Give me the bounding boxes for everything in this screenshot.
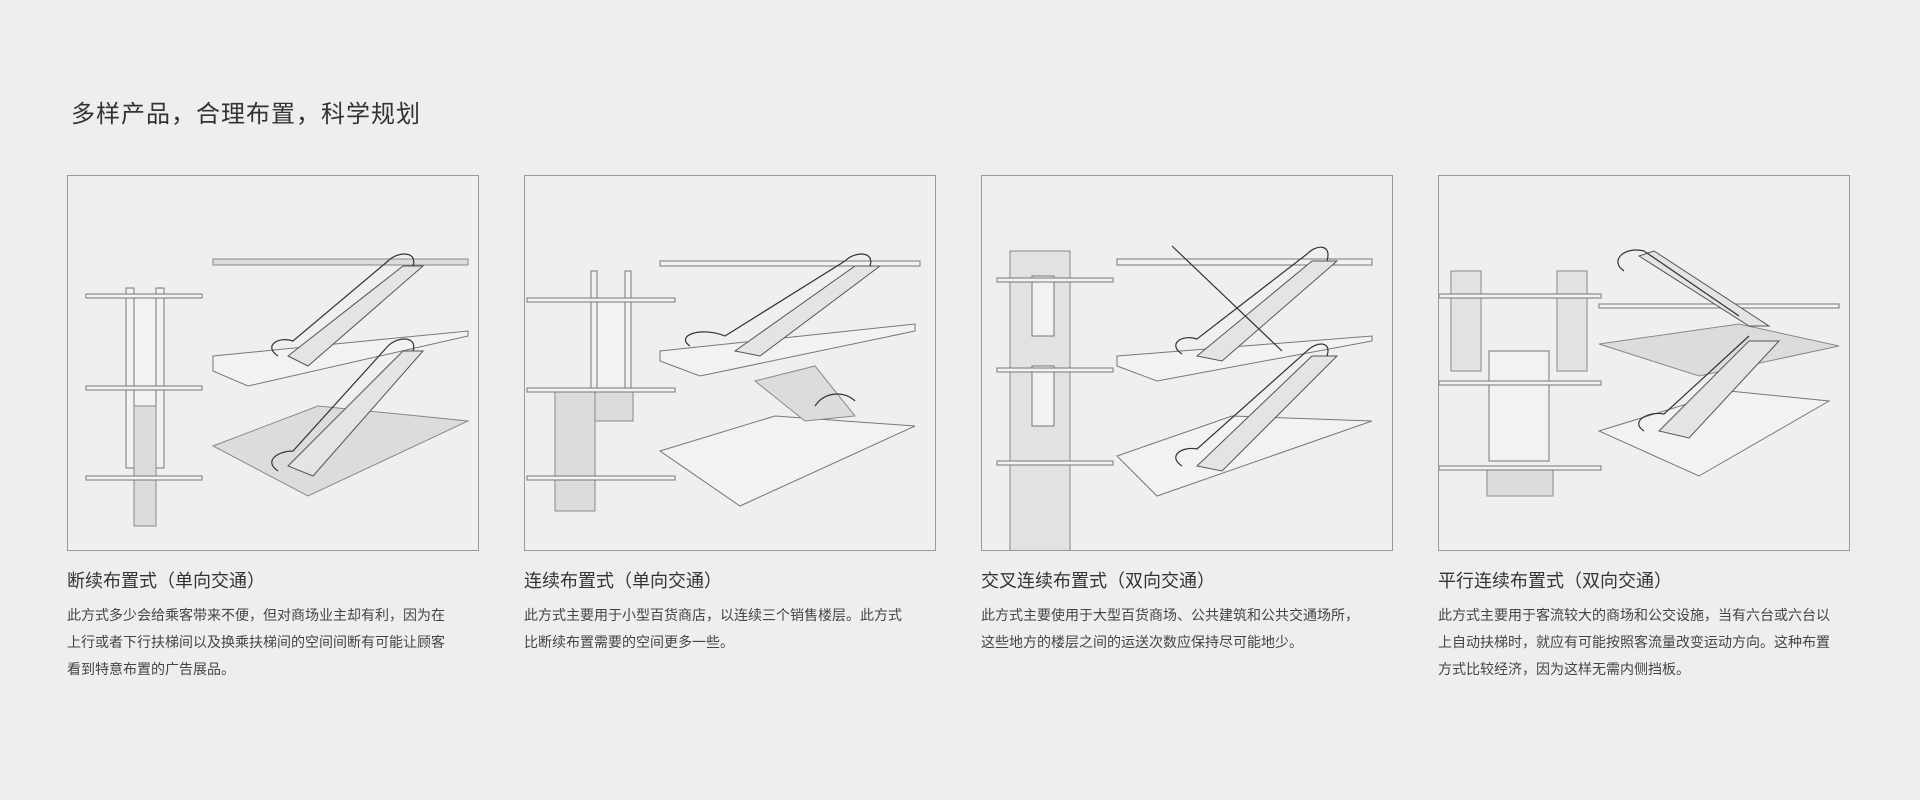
perspective-view — [211, 253, 470, 497]
escalator-diagram-parallel — [1438, 175, 1850, 551]
escalator-diagram-interrupted — [67, 175, 479, 551]
description-line: 比断续布置需要的空间更多一些。 — [524, 635, 734, 651]
description-line: 此方式主要用于客流较大的商场和公交设施，当有六台或六台以 — [1438, 608, 1830, 624]
panel-description: 此方式主要用于客流较大的商场和公交设施，当有六台或六台以 上自动扶梯时，就应有可… — [1438, 603, 1850, 684]
panel-heading: 交叉连续布置式（双向交通） — [981, 571, 1215, 592]
panel-heading: 断续布置式（单向交通） — [67, 571, 265, 592]
panel-heading: 平行连续布置式（双向交通） — [1438, 571, 1672, 592]
escalator-illustration — [996, 245, 1373, 550]
description-line: 看到特意布置的广告展品。 — [67, 662, 235, 678]
description-line: 上自动扶梯时，就应有可能按照客流量改变运动方向。这种布置 — [1438, 635, 1830, 651]
side-section-view — [85, 287, 203, 527]
description-line: 方式比较经济，因为这样无需内侧挡板。 — [1438, 662, 1690, 678]
perspective-view — [1597, 249, 1840, 477]
panel-description: 此方式主要用于小型百货商店，以连续三个销售楼层。此方式 比断续布置需要的空间更多… — [524, 603, 936, 657]
panel-interrupted-layout: 断续布置式（单向交通） 此方式多少会给乘客带来不便，但对商场业主却有利，因为在 … — [67, 175, 479, 684]
description-line: 上行或者下行扶梯间以及换乘扶梯间的空间间断有可能让顾客 — [67, 635, 445, 651]
panel-description: 此方式主要使用于大型百货商场、公共建筑和公共交通场所， 这些地方的楼层之间的运送… — [981, 603, 1393, 657]
escalator-diagram-continuous — [524, 175, 936, 551]
description-line: 此方式多少会给乘客带来不便，但对商场业主却有利，因为在 — [67, 608, 445, 624]
side-section-view — [526, 270, 676, 512]
panel-heading: 连续布置式（单向交通） — [524, 571, 722, 592]
panel-description: 此方式多少会给乘客带来不便，但对商场业主却有利，因为在 上行或者下行扶梯间以及换… — [67, 603, 479, 684]
escalator-illustration — [526, 253, 921, 512]
panel-continuous-layout: 连续布置式（单向交通） 此方式主要用于小型百货商店，以连续三个销售楼层。此方式 … — [524, 175, 936, 657]
perspective-view — [1116, 245, 1373, 497]
side-section-view — [1439, 270, 1602, 497]
panel-crisscross-layout: 交叉连续布置式（双向交通） 此方式主要使用于大型百货商场、公共建筑和公共交通场所… — [981, 175, 1393, 657]
panel-parallel-layout: 平行连续布置式（双向交通） 此方式主要用于客流较大的商场和公交设施，当有六台或六… — [1438, 175, 1850, 684]
escalator-illustration — [1439, 249, 1840, 497]
description-line: 此方式主要使用于大型百货商场、公共建筑和公共交通场所， — [981, 608, 1359, 624]
perspective-view — [658, 253, 921, 507]
escalator-illustration — [85, 253, 470, 527]
escalator-diagram-crisscross — [981, 175, 1393, 551]
page-title: 多样产品，合理布置，科学规划 — [71, 100, 421, 128]
description-line: 这些地方的楼层之间的运送次数应保持尽可能地少。 — [981, 635, 1303, 651]
description-line: 此方式主要用于小型百货商店，以连续三个销售楼层。此方式 — [524, 608, 902, 624]
side-section-view — [996, 250, 1114, 550]
